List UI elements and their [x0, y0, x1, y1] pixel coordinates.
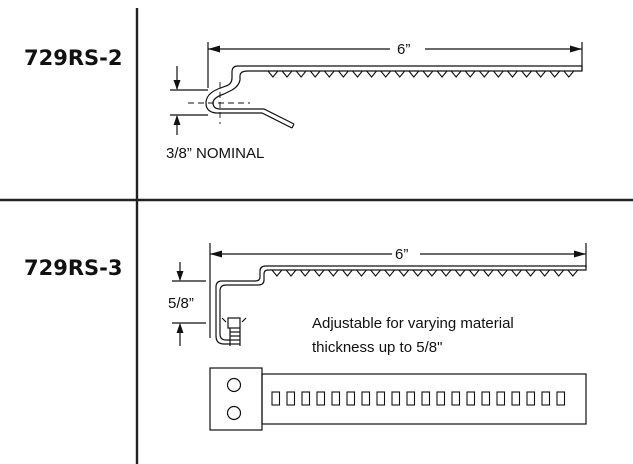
- diagram-729rs-2: [170, 42, 583, 135]
- adjustment-slot: [331, 391, 341, 406]
- adjustment-slot: [271, 391, 281, 406]
- length-label-729rs-2: 6”: [397, 41, 410, 58]
- note-line-2: thickness up to 5/8": [312, 339, 442, 356]
- adjustment-slot: [511, 391, 521, 406]
- adjustment-slot: [436, 391, 446, 406]
- adjustment-slot: [526, 391, 536, 406]
- teeth-729rs-2: [267, 70, 575, 78]
- tooth-row: [267, 70, 575, 78]
- slots-729rs-3: [271, 391, 566, 406]
- height-label: 5/8”: [168, 295, 194, 312]
- tooth-row: [271, 269, 579, 277]
- adjustment-slot: [346, 391, 356, 406]
- note-line-1: Adjustable for varying material: [312, 315, 514, 332]
- teeth-729rs-3: [271, 269, 579, 277]
- adjustment-slot: [376, 391, 386, 406]
- adjustment-slot: [451, 391, 461, 406]
- adjustment-slot: [361, 391, 371, 406]
- part-label-729rs-2: 729RS-2: [24, 46, 123, 70]
- adjustment-slot: [316, 391, 326, 406]
- adjustment-slot: [496, 391, 506, 406]
- part-label-729rs-3: 729RS-3: [24, 256, 123, 280]
- adjustment-slot: [421, 391, 431, 406]
- adjustment-slot: [406, 391, 416, 406]
- length-label-729rs-3: 6”: [395, 246, 408, 263]
- adjustment-slot: [481, 391, 491, 406]
- adjustment-slot: [286, 391, 296, 406]
- nominal-label: 3/8” NOMINAL: [166, 145, 264, 162]
- adjustment-slot: [391, 391, 401, 406]
- adjustment-slot: [466, 391, 476, 406]
- adjustment-slot: [541, 391, 551, 406]
- adjustment-slot: [301, 391, 311, 406]
- adjustment-slot: [556, 391, 566, 406]
